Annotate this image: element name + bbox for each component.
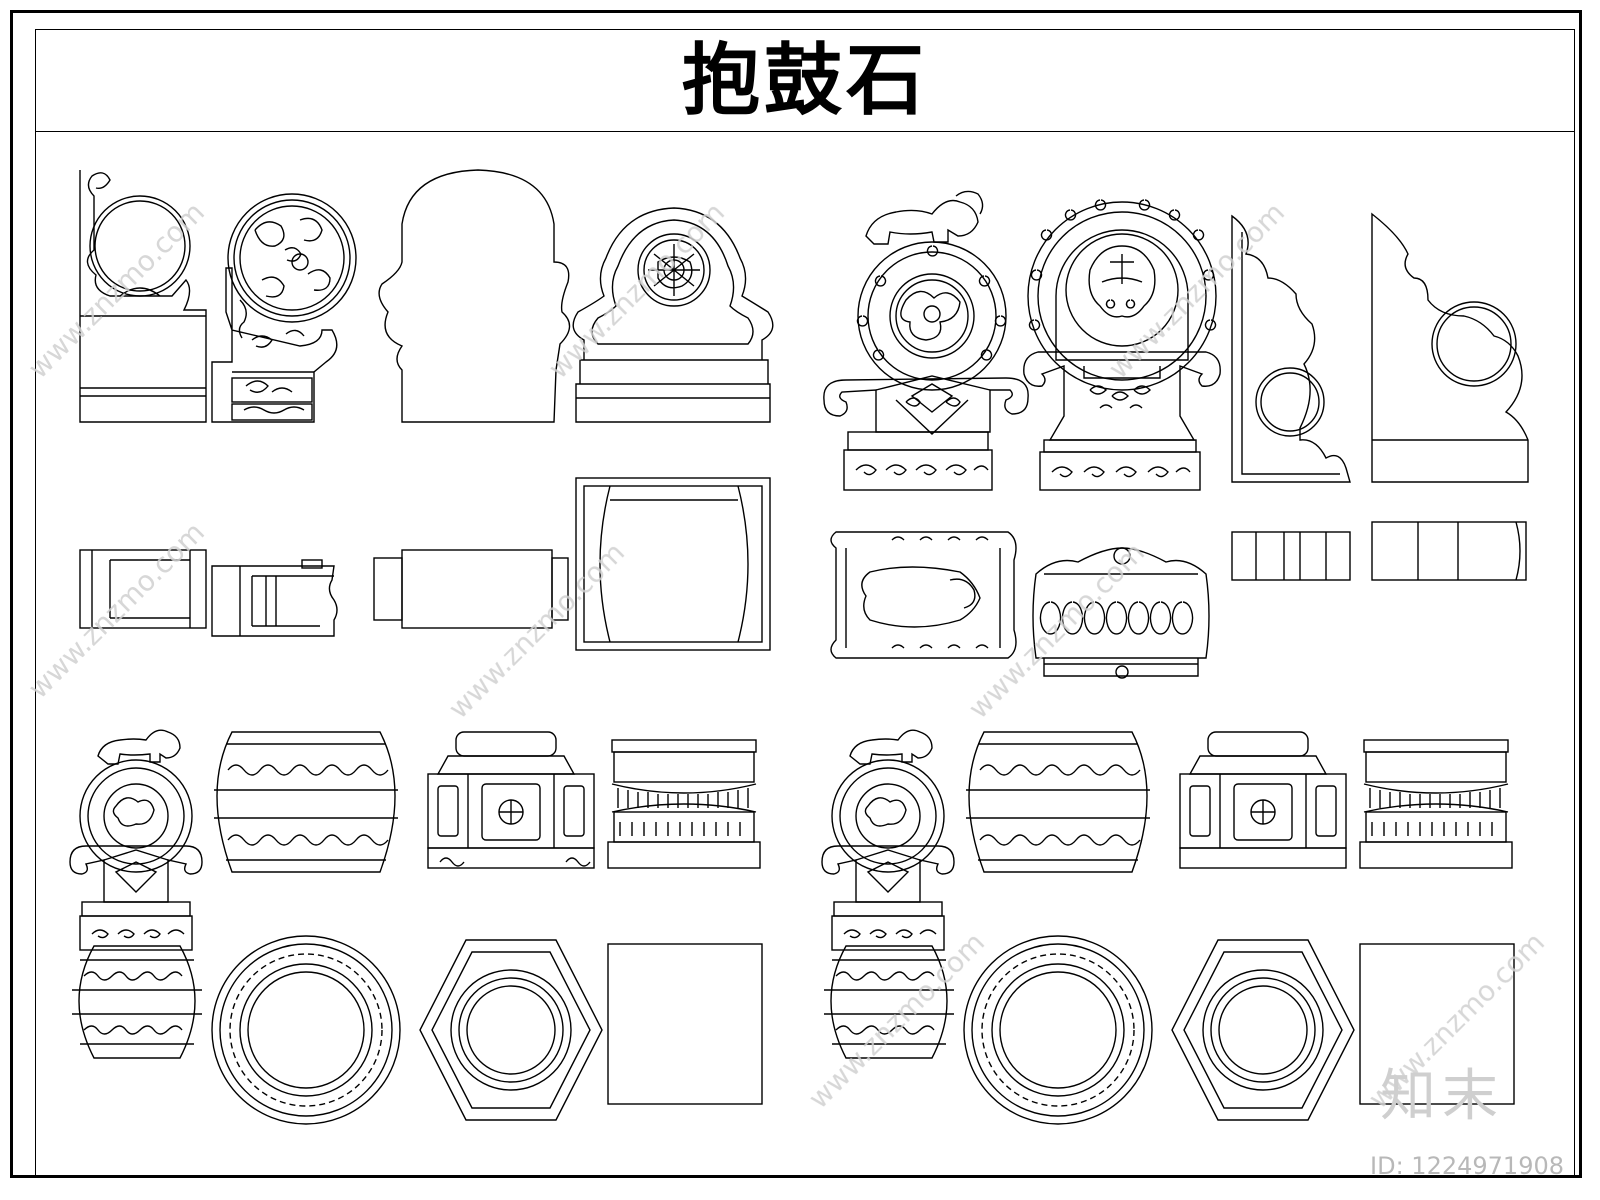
group-top-left	[79, 169, 774, 651]
group-top-right	[823, 190, 1529, 679]
taotie-drum-front	[1023, 199, 1221, 491]
drawing-title: 抱鼓石	[681, 34, 928, 126]
plan-views-top-left	[79, 477, 771, 651]
drawing-sheet: 抱鼓石	[10, 10, 1582, 1178]
watermark-text: www.znzmo.com	[442, 536, 631, 725]
watermark-layer: www.znzmo.com www.znzmo.com www.znzmo.co…	[22, 196, 1551, 1115]
group-bottom-left	[69, 729, 763, 1125]
watermark-text: www.znzmo.com	[802, 926, 991, 1115]
group-bottom-right	[821, 729, 1515, 1125]
watermark-text: www.znzmo.com	[22, 196, 211, 385]
plan-views-top-right	[830, 521, 1527, 679]
watermark-text: www.znzmo.com	[22, 516, 211, 705]
plans-bottom-left	[72, 935, 763, 1125]
lion-drum-small-left	[69, 729, 203, 951]
lion-drum-front	[823, 190, 1029, 491]
column-base-elevation-right	[1359, 739, 1513, 869]
title-band: 抱鼓石	[36, 30, 1574, 132]
watermark-text: www.znzmo.com	[542, 196, 731, 385]
stepped-side-profile-b	[1371, 212, 1529, 483]
drawing-frame: 抱鼓石	[35, 29, 1575, 1177]
stepped-side-profile-a	[1231, 214, 1351, 483]
side-profile-silhouette	[378, 169, 571, 423]
plain-drum-elevation	[79, 170, 207, 423]
drum-body-elevation	[214, 731, 398, 873]
lion-drum-small-right	[821, 729, 955, 951]
brand-watermark: 知末	[1380, 1064, 1504, 1129]
plans-bottom-right	[824, 935, 1515, 1125]
rosette-back-elevation	[572, 207, 774, 423]
watermark-text: www.znzmo.com	[1102, 196, 1291, 385]
drum-body-elevation-right	[966, 731, 1150, 873]
carved-drum-elevation	[211, 193, 357, 423]
image-id-label: ID: 1224971908	[1370, 1152, 1564, 1180]
hex-base-elevation	[427, 731, 595, 869]
column-base-elevation	[607, 739, 761, 869]
hex-base-elevation-right	[1179, 731, 1347, 869]
